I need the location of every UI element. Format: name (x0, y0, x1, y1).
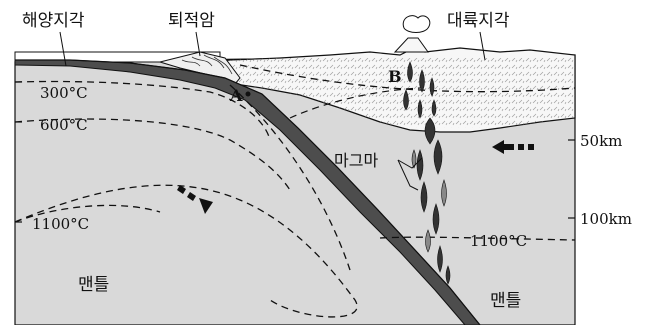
magma-drops (403, 61, 451, 285)
crust-boundary-dashed (239, 64, 576, 93)
mantle-left-label: 맨틀 (78, 275, 109, 295)
isotherm-1100-left-label: 1100°C (32, 215, 89, 233)
point-a-marker (245, 91, 251, 97)
mantle-flow-arrow-right (492, 140, 534, 154)
depth-ticks (15, 81, 575, 223)
point-a-label: A (229, 86, 243, 105)
crust-boundary-dashed-2 (289, 87, 421, 119)
sediment-folds (181, 54, 233, 75)
sediment-label: 퇴적암 (168, 11, 215, 31)
depth-50km-label: 50km (580, 132, 622, 150)
isotherm-300-label: 300°C (40, 84, 88, 102)
magma-label: 마그마 (334, 151, 378, 170)
oceanic-crust-label: 해양지각 (22, 11, 85, 31)
isotherm-600-label: 600°C (40, 116, 88, 134)
magma-pointer-lines (397, 157, 423, 191)
continental-crust-leader (479, 31, 486, 61)
isotherms (14, 80, 576, 318)
isotherm-1100-right-label: 1100°C (470, 232, 527, 250)
point-b-label: B (388, 67, 402, 86)
continental-crust-label: 대륙지각 (447, 11, 510, 31)
mantle-right-label: 맨틀 (490, 291, 521, 311)
sediment-leader (195, 31, 201, 57)
mantle-flow-arrow-left (177, 185, 213, 214)
oceanic-crust-leader (59, 31, 67, 67)
volcano (393, 15, 431, 53)
slab-top-edge (15, 59, 481, 325)
depth-100km-label: 100km (580, 210, 632, 228)
sediment-wedge (158, 51, 241, 85)
